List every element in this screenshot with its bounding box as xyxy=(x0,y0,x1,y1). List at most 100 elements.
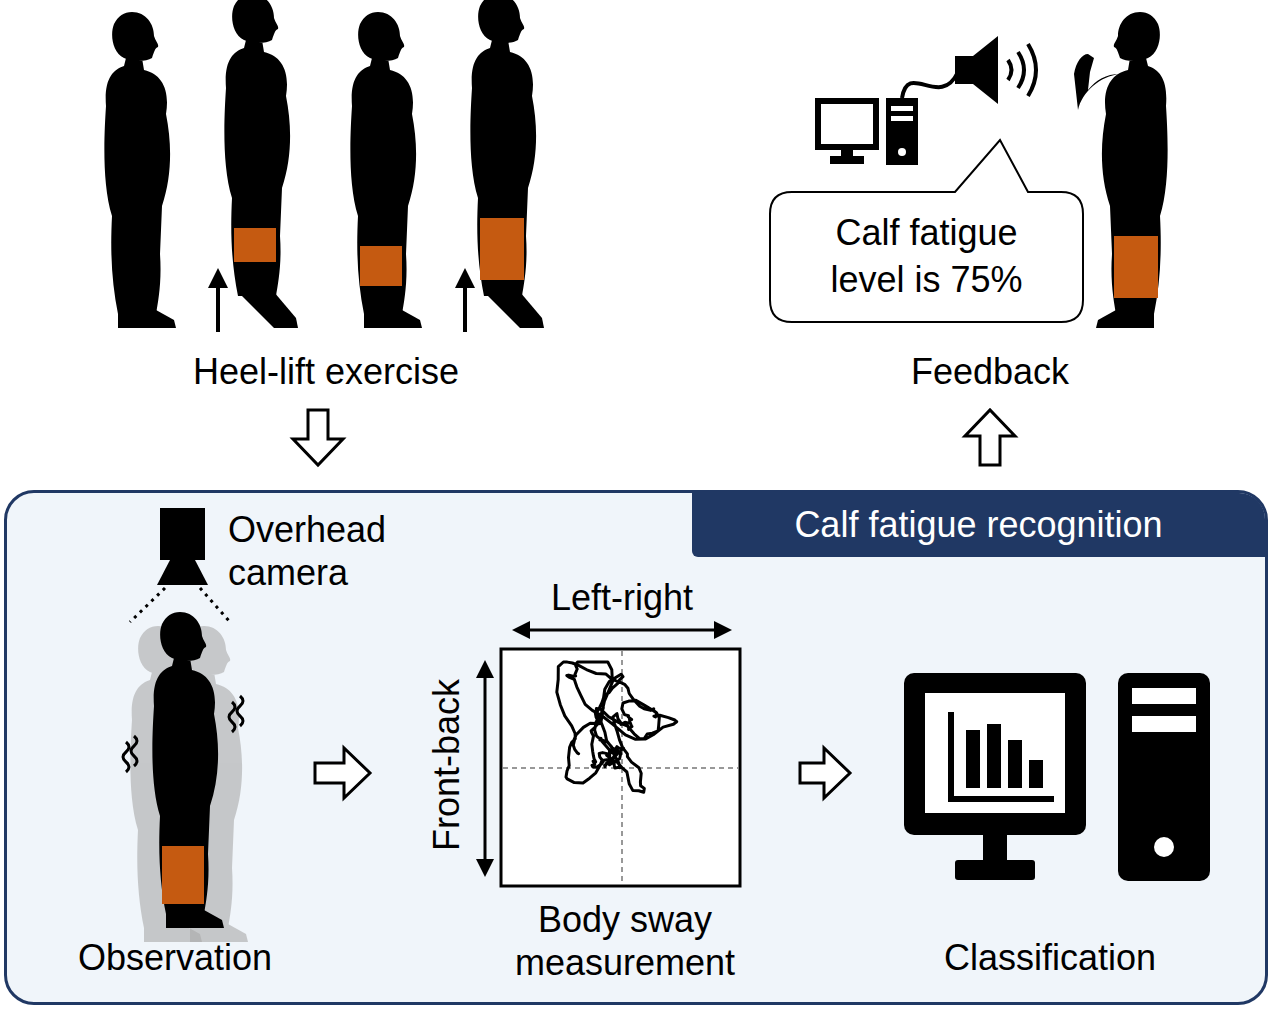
illustration-part xyxy=(131,736,137,766)
illustration-part xyxy=(123,742,129,772)
illustration-part xyxy=(966,730,980,788)
illustration-part xyxy=(484,292,544,328)
illustration-part xyxy=(237,696,243,726)
illustration-part xyxy=(891,106,913,111)
illustration-part xyxy=(152,612,224,928)
illustration-part xyxy=(470,0,536,296)
illustration-part xyxy=(902,72,958,98)
illustration-part xyxy=(157,560,208,585)
illustration-part xyxy=(1154,837,1174,857)
illustration-part xyxy=(216,286,220,332)
step-label: Body sway measurement xyxy=(485,898,765,984)
illustration-part xyxy=(714,621,732,639)
heel-lift-figures xyxy=(104,0,544,328)
illustration-part xyxy=(234,228,276,262)
bubble-outline xyxy=(770,140,1083,322)
illustration-part xyxy=(526,629,718,632)
illustration-part xyxy=(364,310,422,328)
illustration-part xyxy=(1114,236,1158,298)
illustration-part xyxy=(476,859,494,877)
illustration-part xyxy=(130,588,165,622)
camera-label: Overhead camera xyxy=(228,508,428,594)
illustration-part xyxy=(360,246,402,286)
illustration-part xyxy=(898,148,906,156)
illustration-part xyxy=(1018,52,1024,88)
illustration-part xyxy=(470,0,544,328)
illustration-part xyxy=(484,674,487,863)
bubble-outline xyxy=(770,192,1083,322)
flow-arrow xyxy=(965,410,1015,465)
illustration-part xyxy=(350,12,422,328)
feedback-group: Feedback Calf fatigue level is 75% xyxy=(770,15,1210,400)
illustration-part xyxy=(948,712,954,802)
illustration-part xyxy=(166,910,224,928)
illustration-part xyxy=(818,101,876,147)
illustration-part xyxy=(224,0,298,328)
step-label: Feedback xyxy=(840,350,1140,393)
illustration-part xyxy=(1029,760,1043,788)
illustration-part xyxy=(983,835,1007,863)
illustration-part xyxy=(200,588,230,622)
flow-arrow xyxy=(293,410,343,465)
axis-label: Front-back xyxy=(425,679,468,851)
illustration-part xyxy=(948,796,1054,802)
step-label: Classification xyxy=(885,936,1215,979)
illustration-part xyxy=(118,310,176,328)
illustration-part xyxy=(1132,716,1196,732)
illustration-part xyxy=(350,12,416,314)
exercise-group: Heel-lift exercise xyxy=(100,10,540,400)
illustration-part xyxy=(160,508,205,560)
illustration-part xyxy=(104,12,170,314)
illustration-part xyxy=(955,860,1035,880)
feedback-computer xyxy=(818,72,958,165)
illustration-part xyxy=(973,36,998,104)
swaying-person xyxy=(123,612,248,942)
illustration-part xyxy=(925,693,1065,813)
illustration-part xyxy=(557,662,677,792)
illustration-part xyxy=(1096,310,1154,328)
illustration-part xyxy=(1028,44,1036,96)
recognition-panel: Calf fatigue recognitionObservation Body … xyxy=(4,490,1268,1005)
illustration-part xyxy=(229,702,235,732)
axis-label: Left-right xyxy=(551,576,693,619)
panel-title: Calf fatigue recognition xyxy=(794,503,1162,546)
panel-tab: Calf fatigue recognition xyxy=(692,493,1265,557)
flow-arrow xyxy=(800,748,850,798)
classification-step: Classification xyxy=(860,660,1240,990)
overhead-camera xyxy=(130,508,230,622)
flexing-man xyxy=(1074,12,1168,328)
illustration-part xyxy=(501,649,740,886)
illustration-part xyxy=(104,12,176,328)
illustration-part xyxy=(480,218,524,280)
panel-ground xyxy=(5,491,1267,1004)
illustration-part xyxy=(463,286,467,332)
illustration-part xyxy=(1118,673,1210,881)
illustration-part xyxy=(830,156,864,164)
illustration-part xyxy=(955,56,973,84)
illustration-part xyxy=(1008,60,1012,80)
illustration-part xyxy=(476,660,494,678)
illustration-part xyxy=(152,612,218,914)
illustration-part xyxy=(1132,688,1196,704)
step-label: Heel-lift exercise xyxy=(116,350,536,393)
illustration-part xyxy=(904,673,1086,835)
speaker-icon xyxy=(955,36,1036,104)
up-arrows xyxy=(208,268,475,332)
illustration-part xyxy=(886,98,918,165)
illustration-part xyxy=(162,846,204,904)
illustration-part xyxy=(1008,740,1022,788)
illustration-part xyxy=(1102,12,1168,314)
illustration-part xyxy=(891,116,913,121)
illustration-part xyxy=(238,292,298,328)
illustration-part xyxy=(224,0,290,296)
step-label: Observation xyxy=(45,936,305,979)
sway-plot xyxy=(476,621,740,886)
classification-computer xyxy=(904,673,1210,881)
illustration-part xyxy=(455,268,475,288)
illustration-part xyxy=(208,268,228,288)
illustration-part xyxy=(512,621,530,639)
flow-arrow xyxy=(315,748,370,798)
illustration-part xyxy=(841,147,853,157)
speech-bubble: Calf fatigue level is 75% xyxy=(770,192,1083,322)
bubble-text: Calf fatigue level is 75% xyxy=(797,210,1057,304)
